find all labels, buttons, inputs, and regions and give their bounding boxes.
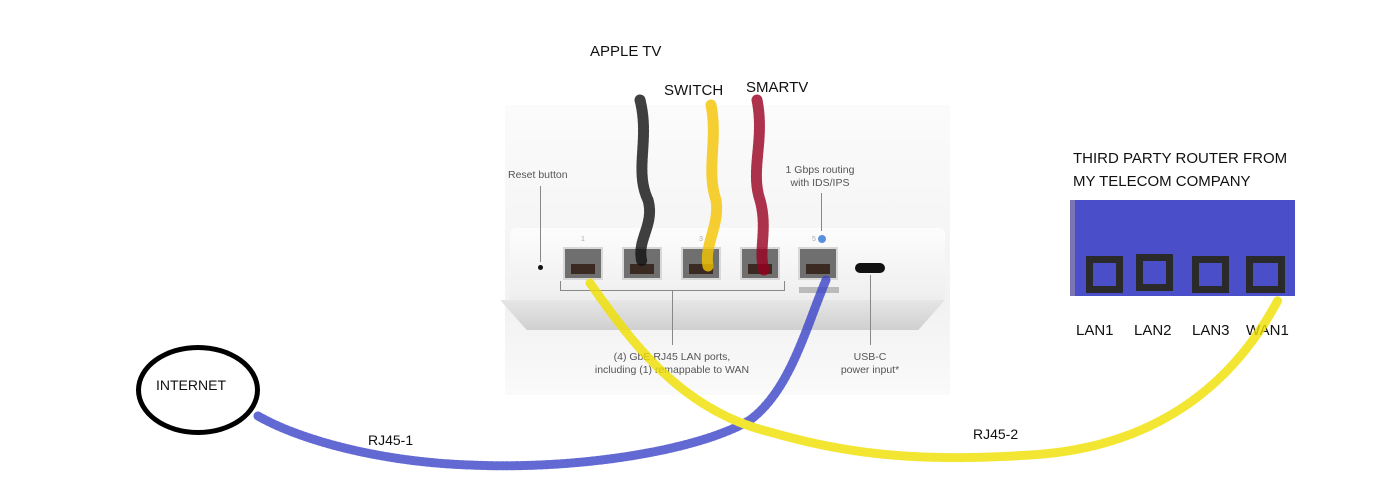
globe-icon — [818, 235, 826, 243]
router-port-label: LAN2 — [1134, 322, 1172, 339]
port-number: 3 — [699, 236, 703, 243]
lan-label-2: including (1) remappable to WAN — [594, 364, 750, 376]
apple-tv-label: APPLE TV — [590, 43, 662, 60]
routing-label-2: with IDS/IPS — [790, 177, 850, 189]
pointer-line — [870, 275, 871, 345]
third-party-router — [1070, 200, 1295, 296]
reset-label: Reset button — [508, 169, 568, 181]
router-port-wan1 — [1246, 256, 1285, 293]
router-port-label: LAN1 — [1076, 322, 1114, 339]
port-number: 1 — [581, 236, 585, 243]
rj45-2-cable — [585, 278, 1283, 463]
usb-c-port — [855, 263, 885, 273]
pointer-line — [540, 186, 541, 262]
rj45-1-cable — [253, 275, 831, 471]
usb-label-1: USB-C — [853, 351, 887, 363]
smartv-label: SMARTV — [746, 79, 809, 96]
router-title-2: MY TELECOM COMPANY — [1073, 173, 1251, 190]
port-number: 5 — [812, 236, 816, 243]
switch-cable — [701, 99, 723, 272]
router-title-1: THIRD PARTY ROUTER FROM — [1073, 150, 1288, 167]
routing-label-1: 1 Gbps routing — [785, 164, 855, 176]
router-port-label: LAN3 — [1192, 322, 1230, 339]
usb-label-2: power input* — [840, 364, 900, 376]
rj45-2-label: RJ45-2 — [973, 426, 1019, 442]
reset-button — [538, 265, 543, 270]
lan-port-3 — [681, 247, 721, 280]
rj45-1-label: RJ45-1 — [368, 432, 414, 448]
router-port-lan2 — [1136, 254, 1173, 291]
internet-label: INTERNET — [156, 377, 226, 393]
switch-label: SWITCH — [664, 82, 724, 99]
lan-port-1 — [563, 247, 603, 280]
pointer-line — [672, 290, 673, 345]
router-port-lan3 — [1192, 256, 1229, 293]
internet-circle — [136, 345, 260, 435]
wan-port-5 — [798, 247, 838, 280]
pointer-line — [821, 193, 822, 231]
smartv-cable — [750, 94, 770, 276]
apple-tv-cable — [634, 94, 655, 268]
router-port-lan1 — [1086, 256, 1123, 293]
